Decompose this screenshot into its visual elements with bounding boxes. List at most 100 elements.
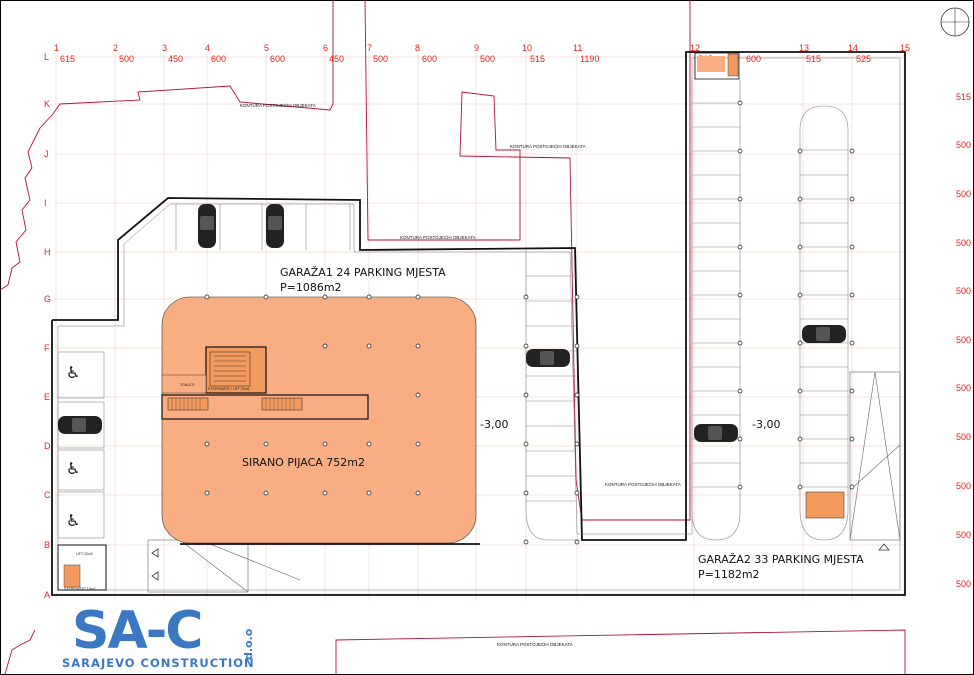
dim-label: 500 bbox=[956, 335, 971, 345]
row-label: H bbox=[44, 247, 51, 257]
contour-note: KONTURA POSTOJEĆIH OBJEKATA bbox=[240, 102, 316, 108]
stair-block-garage2 bbox=[805, 491, 845, 519]
row-label: D bbox=[44, 441, 51, 451]
row-label: G bbox=[44, 294, 51, 304]
logo-suffix: d.o.o bbox=[242, 628, 255, 660]
wheelchair-icon: ♿ bbox=[66, 363, 80, 382]
col-label: 3 bbox=[162, 43, 167, 53]
logo-subtitle: SARAJEVO CONSTRUCTION bbox=[62, 656, 255, 670]
garage1-title: GARAŽA1 24 PARKING MJESTA bbox=[280, 266, 446, 279]
left-parking-stalls bbox=[57, 351, 105, 539]
arrow-icon bbox=[151, 571, 159, 581]
dim-label: 500 bbox=[956, 579, 971, 589]
garage2-parking-lanes bbox=[691, 80, 849, 541]
car-icon bbox=[198, 204, 216, 248]
stairs-label: STEPENIŠTE 10m2 bbox=[64, 586, 96, 591]
lift-label: LIFT 20m2 bbox=[76, 552, 93, 556]
stair-block-top-right bbox=[694, 52, 740, 80]
dim-label: 525 bbox=[856, 54, 871, 64]
dim-label: 450 bbox=[329, 54, 344, 64]
dim-label: 600 bbox=[270, 54, 285, 64]
dim-label: 600 bbox=[211, 54, 226, 64]
col-label: 9 bbox=[474, 43, 479, 53]
col-label: 13 bbox=[799, 43, 809, 53]
level-label-right: -3,00 bbox=[752, 418, 780, 431]
dim-label: 515 bbox=[530, 54, 545, 64]
dim-label: 500 bbox=[956, 238, 971, 248]
dim-label: 500 bbox=[956, 432, 971, 442]
market-area bbox=[161, 296, 477, 544]
dim-label: 515 bbox=[806, 54, 821, 64]
garage2-area: P=1182m2 bbox=[698, 568, 760, 581]
col-label: 8 bbox=[415, 43, 420, 53]
col-label: 14 bbox=[848, 43, 858, 53]
kontura-notes: KONTURA POSTOJEĆIH OBJEKATA KONTURA POST… bbox=[240, 102, 681, 647]
dim-label: 500 bbox=[480, 54, 495, 64]
row-labels: L K J I H G F E D C B A bbox=[44, 52, 51, 600]
garage1-area: P=1086m2 bbox=[280, 281, 342, 294]
col-label: 11 bbox=[573, 43, 582, 53]
dim-label: 450 bbox=[168, 54, 183, 64]
core-block: TOALETI STEPENIŠTE / LIFT 20m2 bbox=[161, 346, 369, 420]
dim-label: 600 bbox=[746, 54, 761, 64]
structural-columns bbox=[204, 100, 855, 545]
toilet-label: TOALETI bbox=[180, 383, 195, 387]
row-label: K bbox=[44, 99, 50, 109]
col-label: 12 bbox=[690, 43, 700, 53]
row-label: A bbox=[44, 590, 50, 600]
arrow-icon bbox=[151, 548, 159, 558]
dim-label: 500 bbox=[956, 383, 971, 393]
dim-label: 500 bbox=[956, 189, 971, 199]
row-label: C bbox=[44, 490, 51, 500]
stairs-lift-label: STEPENIŠTE / LIFT 20m2 bbox=[208, 386, 250, 391]
dim-label: 600 bbox=[422, 54, 437, 64]
dim-label: 515 bbox=[956, 92, 971, 102]
car-icon bbox=[802, 325, 846, 343]
ramp-left bbox=[147, 539, 301, 593]
car-icon bbox=[526, 349, 570, 367]
contour-note: KONTURA POSTOJEĆIH OBJEKATA bbox=[605, 481, 681, 487]
dim-label: 615 bbox=[60, 54, 75, 64]
col-label: 5 bbox=[264, 43, 269, 53]
wheelchair-icon: ♿ bbox=[66, 511, 80, 530]
contour-note: KONTURA POSTOJEĆIH OBJEKATA bbox=[400, 234, 476, 240]
wheelchair-icon: ♿ bbox=[66, 459, 80, 478]
arrow-icon bbox=[878, 543, 890, 551]
wheelchair-icons: ♿ ♿ ♿ bbox=[66, 363, 80, 530]
dim-label: 500 bbox=[119, 54, 134, 64]
dim-label: 500 bbox=[956, 286, 971, 296]
col-label: 1 bbox=[54, 43, 59, 53]
contour-note: KONTURA POSTOJEĆIH OBJEKATA bbox=[510, 143, 586, 149]
dim-label: 500 bbox=[956, 481, 971, 491]
col-label: 7 bbox=[367, 43, 372, 53]
car-icon bbox=[58, 416, 102, 434]
car-icon bbox=[694, 424, 738, 442]
top-dimensions: 615 500 450 600 600 450 500 600 500 515 … bbox=[60, 54, 871, 64]
stair-block-bottom-left: LIFT 20m2 STEPENIŠTE 10m2 bbox=[57, 544, 107, 591]
company-logo: SA-C SARAJEVO CONSTRUCTION d.o.o bbox=[62, 601, 255, 670]
column-labels: 1 2 3 4 5 6 7 8 9 10 11 12 13 14 15 bbox=[54, 43, 910, 53]
row-label: E bbox=[44, 392, 50, 402]
dim-label: 500 bbox=[956, 140, 971, 150]
direction-arrows bbox=[151, 543, 890, 581]
row-label: I bbox=[44, 198, 47, 208]
car-icons bbox=[58, 204, 846, 442]
row-label: L bbox=[44, 52, 49, 62]
dim-label: 500 bbox=[956, 530, 971, 540]
col-label: 2 bbox=[113, 43, 118, 53]
ramp-right bbox=[849, 371, 901, 541]
col-label: 6 bbox=[323, 43, 328, 53]
row-label: J bbox=[44, 149, 49, 159]
dim-label: 1190 bbox=[580, 54, 599, 64]
contour-note: KONTURA POSTOJEĆIH OBJEKATA bbox=[497, 641, 573, 647]
col-label: 4 bbox=[205, 43, 210, 53]
car-icon bbox=[266, 204, 284, 248]
north-arrow-icon bbox=[940, 7, 970, 37]
top-parking-stalls bbox=[175, 204, 351, 250]
middle-parking-lane bbox=[525, 250, 577, 541]
dim-label: 500 bbox=[373, 54, 388, 64]
row-label: F bbox=[44, 343, 50, 353]
col-label: 10 bbox=[522, 43, 532, 53]
market-label: SIRANO PIJACA 752m2 bbox=[242, 456, 365, 469]
